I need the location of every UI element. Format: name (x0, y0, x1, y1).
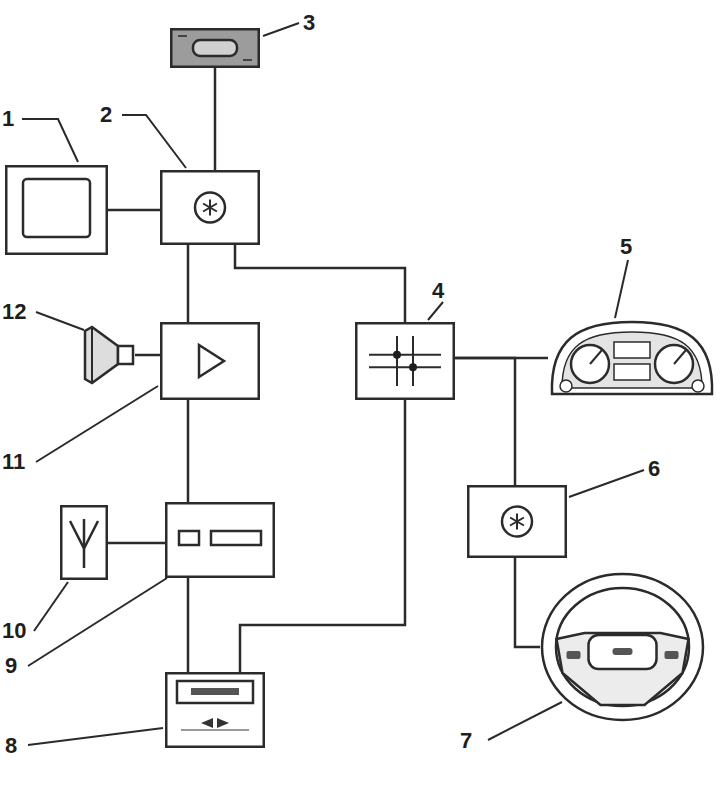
callout-number: 2 (100, 104, 112, 126)
wire-connector (187, 400, 190, 502)
callout-number: 5 (620, 236, 632, 258)
control-panel: 3 (170, 28, 260, 68)
radio-icon (165, 672, 265, 748)
control-unit: 2 (160, 170, 260, 245)
callout-number: 4 (432, 280, 444, 302)
callout-number: 1 (2, 108, 14, 130)
radio-unit: 8 (165, 672, 265, 748)
leader-line (569, 470, 644, 497)
leader-line (28, 728, 163, 745)
wire-connector (515, 558, 540, 647)
star-icon (160, 170, 260, 245)
callout-number: 7 (460, 730, 472, 752)
steering-wheel: 7 (540, 572, 705, 722)
amp-icon (160, 322, 260, 400)
leader-line (428, 302, 443, 320)
callout-number: 6 (648, 458, 660, 480)
callout-number: 8 (5, 735, 17, 757)
callout-number: 10 (2, 620, 26, 642)
callout-number: 12 (2, 301, 26, 323)
wire-connector (235, 245, 405, 322)
leader-line (22, 119, 78, 162)
monitor-icon (5, 165, 108, 255)
leader-line (263, 23, 299, 36)
speaker-symbol: 12 (78, 322, 135, 388)
display-screen: 1 (5, 165, 108, 255)
wire-connector (108, 542, 165, 545)
wheel-icon (540, 572, 705, 722)
control-unit: 6 (467, 485, 567, 558)
leader-line (122, 115, 186, 168)
cluster-icon (548, 318, 716, 398)
wire-connector (214, 68, 217, 170)
wire-connector (187, 578, 190, 672)
speaker-icon (78, 322, 135, 388)
wire-connector (108, 209, 160, 212)
callout-number: 3 (303, 12, 315, 34)
wire-connector (187, 245, 190, 322)
wire-connector (135, 354, 160, 357)
leader-line (34, 582, 68, 631)
antenna-box: 10 (60, 505, 108, 580)
star-icon (467, 485, 567, 558)
leader-line (615, 260, 628, 318)
leader-line (36, 312, 84, 330)
wire-connector (455, 358, 515, 485)
leader-line (28, 578, 167, 666)
leader-line (36, 386, 158, 462)
display-icon (170, 28, 260, 68)
callout-number: 9 (5, 655, 17, 677)
callout-number: 11 (2, 451, 25, 473)
cross-icon (355, 322, 455, 400)
instrument-cluster: 5 (548, 318, 716, 398)
amplifier-box: 11 (160, 322, 260, 400)
antenna-icon (60, 505, 108, 580)
gateway-box: 4 (355, 322, 455, 400)
leader-line (488, 702, 562, 740)
tuner-icon (165, 502, 275, 578)
tuner-box: 9 (165, 502, 275, 578)
